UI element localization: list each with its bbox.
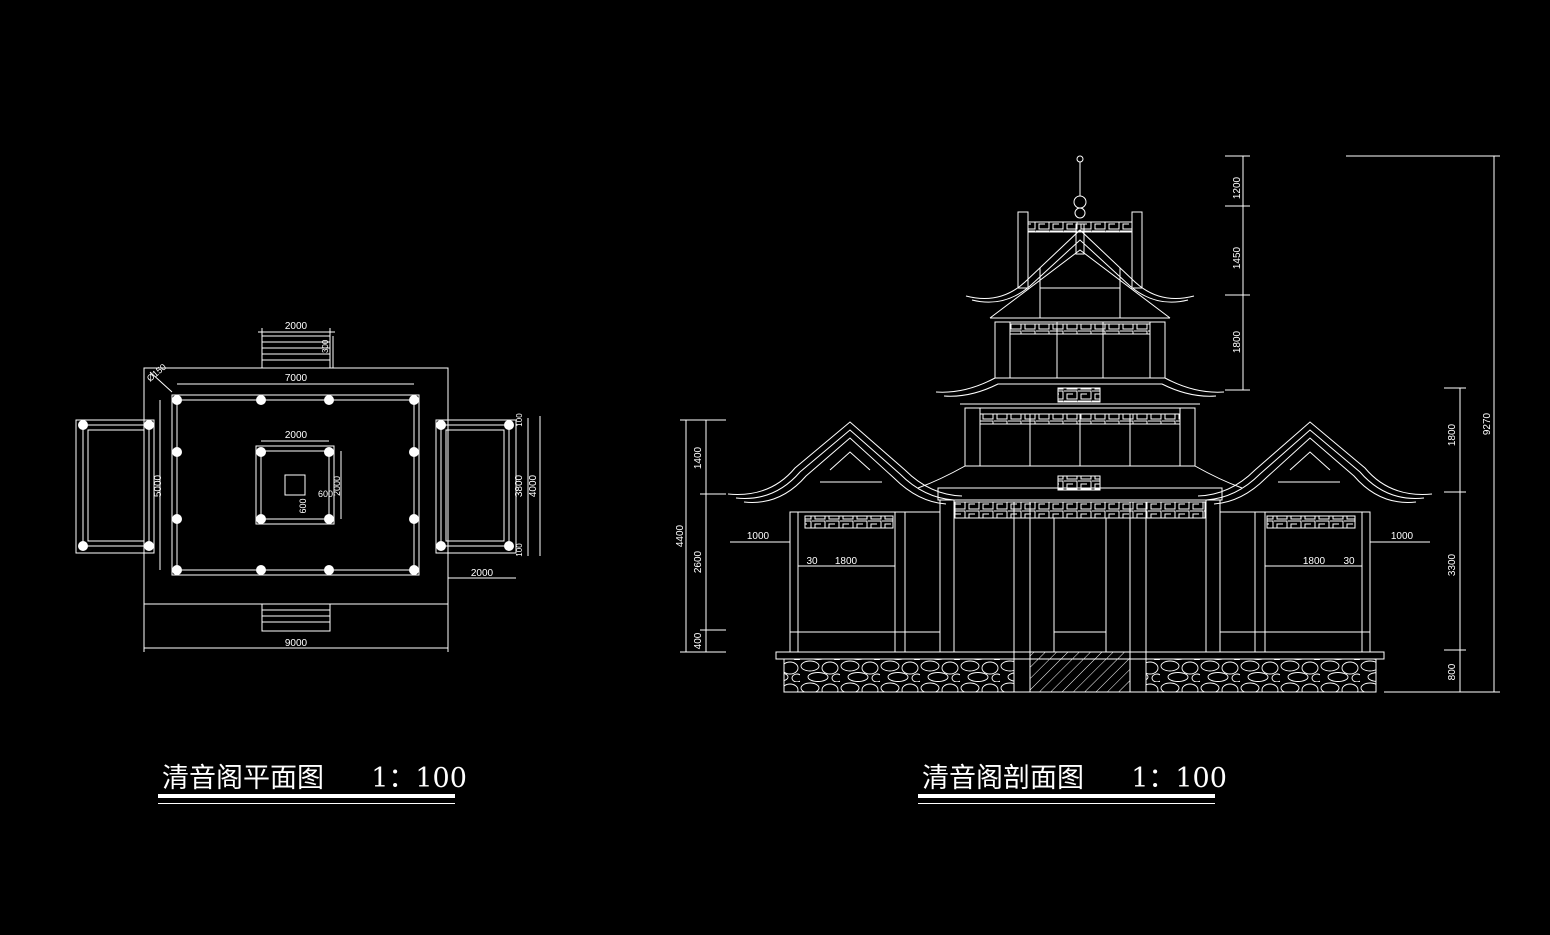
dim-pillar-diameter: Ø150 [145,362,168,384]
section-lower-roof [917,465,1243,519]
dim-steps-a: 300 [321,339,330,353]
dim-total-9270: 9270 [1482,412,1493,435]
plan-column-dot [409,447,419,457]
plan-inner-room [260,450,330,520]
plan-column-dot [172,447,182,457]
section-drawing [680,155,1500,693]
dim-left-1400: 1400 [693,446,704,469]
plan-column-dot [504,541,514,551]
plan-column-dot [436,541,446,551]
plan-column-dot [256,395,266,405]
plan-column-dot [409,565,419,575]
plan-column-dot [409,514,419,524]
plan-column-dot [78,541,88,551]
section-top-roof [965,229,1195,319]
plan-column-dot [256,447,266,457]
dim-col-span: 7000 [285,373,308,384]
section-right-wing-body [1219,511,1371,653]
plan-columns [78,395,514,575]
section-finial [1073,155,1087,255]
dim-bay-left-a: 30 [806,556,818,567]
dim-core-a: 600 [318,489,333,499]
dim-wing-inner: 3800 [514,474,525,497]
plan-column-dot [324,514,334,524]
section-title-underline-thin [918,803,1215,804]
floor-plan [75,328,541,652]
plan-scale: 1：100 [371,763,467,794]
dim-left-2600: 2600 [693,550,704,573]
plan-bottom-steps [261,603,331,632]
section-left-wing-body [789,511,941,653]
section-middle-roof [935,377,1225,405]
plan-column-dot [78,420,88,430]
plan-column-dot [409,395,419,405]
dim-inner-depth: 2000 [332,476,342,496]
dim-top-1200: 1200 [1232,176,1243,199]
plan-column-dot [144,541,154,551]
dim-bay-left-b: 1800 [835,556,858,567]
dim-wing-length: 2000 [471,568,494,579]
dim-wing-small-a: 100 [515,413,524,427]
dim-top-1800: 1800 [1232,330,1243,353]
dim-overall: 9000 [285,638,308,649]
plan-dimension-labels: 2000 300 7000 Ø150 2000 2000 600 600 500… [145,321,539,649]
dim-top-steps: 2000 [285,321,308,332]
plan-title-text: 清音阁平面图 [162,763,324,794]
dim-core-b: 600 [298,498,308,513]
dim-wing-small-b: 100 [515,543,524,557]
plan-column-dot [324,447,334,457]
plan-column-dot [256,565,266,575]
plan-column-dot [324,565,334,575]
dim-inner-width: 2000 [285,430,308,441]
section-base [775,651,1385,693]
plan-column-dot [324,395,334,405]
section-right-wing-roof [1197,421,1433,505]
section-title-underline [918,794,1215,798]
plan-title: 清音阁平面图 1：100 [162,756,467,795]
section-upper-storey [994,321,1166,379]
dim-right-800: 800 [1447,663,1458,680]
plan-column-dot [504,420,514,430]
plan-column-dot [172,565,182,575]
section-title-text: 清音阁剖面图 [922,763,1084,794]
plan-column-dot [436,420,446,430]
dim-left-400: 400 [693,632,704,649]
section-middle-storey [964,407,1196,467]
plan-column-dot [256,514,266,524]
plan-platform [143,367,449,605]
plan-title-underline-thin [158,803,455,804]
plan-column-dot [144,420,154,430]
dim-wing-outer: 4000 [528,474,539,497]
dim-bay-right-a: 1800 [1303,556,1326,567]
plan-dimension-lines [143,371,541,652]
plan-column-dot [172,395,182,405]
plan-column-frame [176,399,415,571]
dim-eave-right: 1000 [1391,531,1414,542]
section-dimension-labels: 1200 1450 1800 1800 3300 800 9270 1400 4… [675,176,1493,680]
plan-left-wing [75,419,155,554]
dim-bay-right-b: 30 [1343,556,1355,567]
plan-title-underline [158,794,455,798]
section-dimension-lines [680,155,1500,693]
dim-right-1800: 1800 [1447,423,1458,446]
section-title: 清音阁剖面图 1：100 [922,756,1227,795]
dim-eave-left: 1000 [747,531,770,542]
section-scale: 1：100 [1131,763,1227,794]
section-left-wing-roof [727,421,963,505]
dim-right-3300: 3300 [1447,553,1458,576]
dim-top-1450: 1450 [1232,246,1243,269]
plan-column-dot [172,514,182,524]
dim-side-depth: 5000 [153,474,164,497]
dim-left-4400: 4400 [675,524,686,547]
plan-right-wing [435,419,517,554]
